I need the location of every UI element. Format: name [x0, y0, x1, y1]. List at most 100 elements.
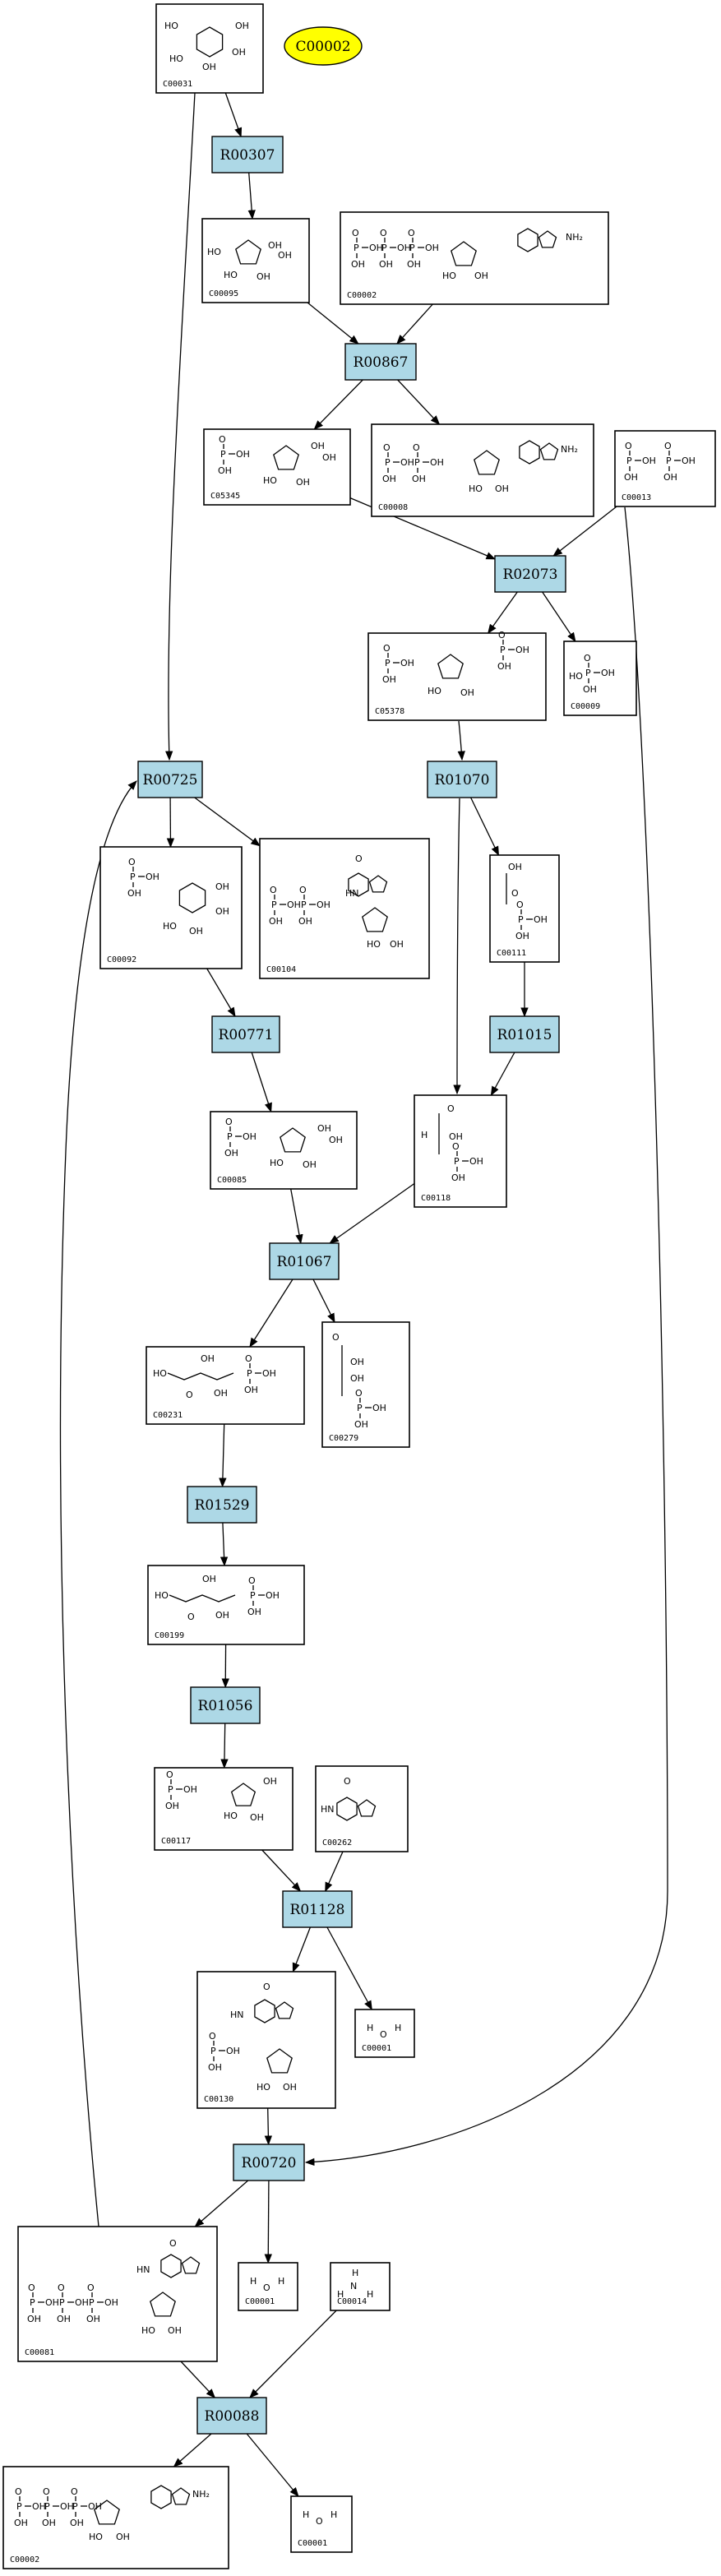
reaction-node-R01015[interactable]: R01015	[489, 1015, 560, 1053]
svg-text:OH: OH	[146, 872, 159, 882]
svg-text:OH: OH	[382, 474, 396, 484]
edge-R01529-to-c16	[220, 1522, 229, 1567]
edge-c9-to-R00771	[206, 968, 236, 1018]
svg-text:HO: HO	[428, 686, 441, 696]
compound-label: C00001	[362, 2044, 391, 2053]
svg-text:P: P	[59, 2297, 65, 2308]
svg-text:OH: OH	[75, 2297, 89, 2308]
compound-label: C00081	[25, 2348, 54, 2357]
compound-label: C00111	[497, 949, 526, 958]
svg-text:P: P	[454, 1156, 460, 1167]
svg-text:OH: OH	[215, 1610, 229, 1621]
svg-text:OH: OH	[663, 472, 677, 483]
svg-text:P: P	[357, 1403, 363, 1413]
svg-text:OH: OH	[243, 1131, 257, 1142]
svg-text:OH: OH	[57, 2314, 71, 2324]
svg-text:OH: OH	[350, 1373, 364, 1384]
edge-c7-to-R01070	[457, 720, 465, 761]
edge-c1-to-R00725	[165, 92, 196, 761]
reaction-box	[233, 2144, 305, 2181]
svg-text:OH: OH	[430, 457, 444, 468]
svg-text:P: P	[385, 658, 391, 668]
svg-text:H: H	[367, 2289, 373, 2300]
svg-text:OH: OH	[397, 243, 411, 253]
reaction-node-R00720[interactable]: R00720	[233, 2144, 305, 2181]
svg-text:OH: OH	[451, 1172, 465, 1183]
svg-text:O: O	[28, 2282, 35, 2293]
svg-text:OH: OH	[168, 2325, 182, 2336]
svg-text:H: H	[367, 2023, 373, 2033]
reaction-box	[282, 1890, 353, 1928]
svg-text:O: O	[516, 900, 524, 910]
reaction-node-R01529[interactable]: R01529	[187, 1486, 257, 1524]
svg-text:P: P	[626, 456, 632, 466]
svg-text:OH: OH	[202, 62, 216, 72]
svg-text:NH₂: NH₂	[561, 444, 578, 455]
svg-text:O: O	[332, 1332, 340, 1343]
reaction-node-R01067[interactable]: R01067	[269, 1242, 340, 1280]
reaction-node-R01128[interactable]: R01128	[282, 1890, 353, 1928]
svg-text:O: O	[383, 442, 391, 453]
reaction-node-R00725[interactable]: R00725	[137, 761, 203, 798]
svg-text:OH: OH	[682, 456, 696, 466]
highlight-compound-node[interactable]: C00002	[284, 26, 363, 66]
svg-text:OH: OH	[257, 271, 270, 282]
edge-R00867-to-c5	[397, 379, 441, 425]
reaction-node-R00771[interactable]: R00771	[211, 1015, 280, 1053]
reaction-node-R02073[interactable]: R02073	[494, 555, 566, 593]
edge-c23-to-R00088	[180, 2361, 216, 2398]
svg-text:OH: OH	[287, 900, 301, 910]
edge-c13-to-R01067	[329, 1182, 415, 1244]
svg-text:OH: OH	[86, 2314, 100, 2324]
svg-text:O: O	[408, 228, 415, 238]
svg-text:OH: OH	[60, 2501, 74, 2512]
reaction-node-R00088[interactable]: R00088	[196, 2397, 267, 2435]
svg-text:H: H	[352, 2268, 358, 2278]
svg-text:OH: OH	[42, 2518, 56, 2528]
svg-text:OH: OH	[390, 939, 404, 950]
reaction-node-R00867[interactable]: R00867	[344, 343, 417, 381]
reaction-node-R01070[interactable]: R01070	[427, 761, 497, 798]
reaction-node-R01056[interactable]: R01056	[190, 1686, 261, 1724]
edge-c18-to-R01128	[325, 1851, 344, 1893]
svg-text:OH: OH	[379, 259, 393, 270]
reaction-node-R00307[interactable]: R00307	[211, 136, 284, 173]
compound-box	[259, 838, 430, 979]
svg-text:P: P	[409, 243, 415, 253]
svg-text:O: O	[43, 2486, 50, 2497]
svg-text:OH: OH	[189, 926, 203, 937]
edge-R01128-to-c20	[326, 1926, 372, 2011]
svg-text:O: O	[263, 2282, 270, 2293]
svg-text:P: P	[354, 243, 359, 253]
svg-text:P: P	[385, 457, 391, 468]
svg-text:OH: OH	[601, 668, 615, 678]
compound-box	[210, 1111, 358, 1190]
